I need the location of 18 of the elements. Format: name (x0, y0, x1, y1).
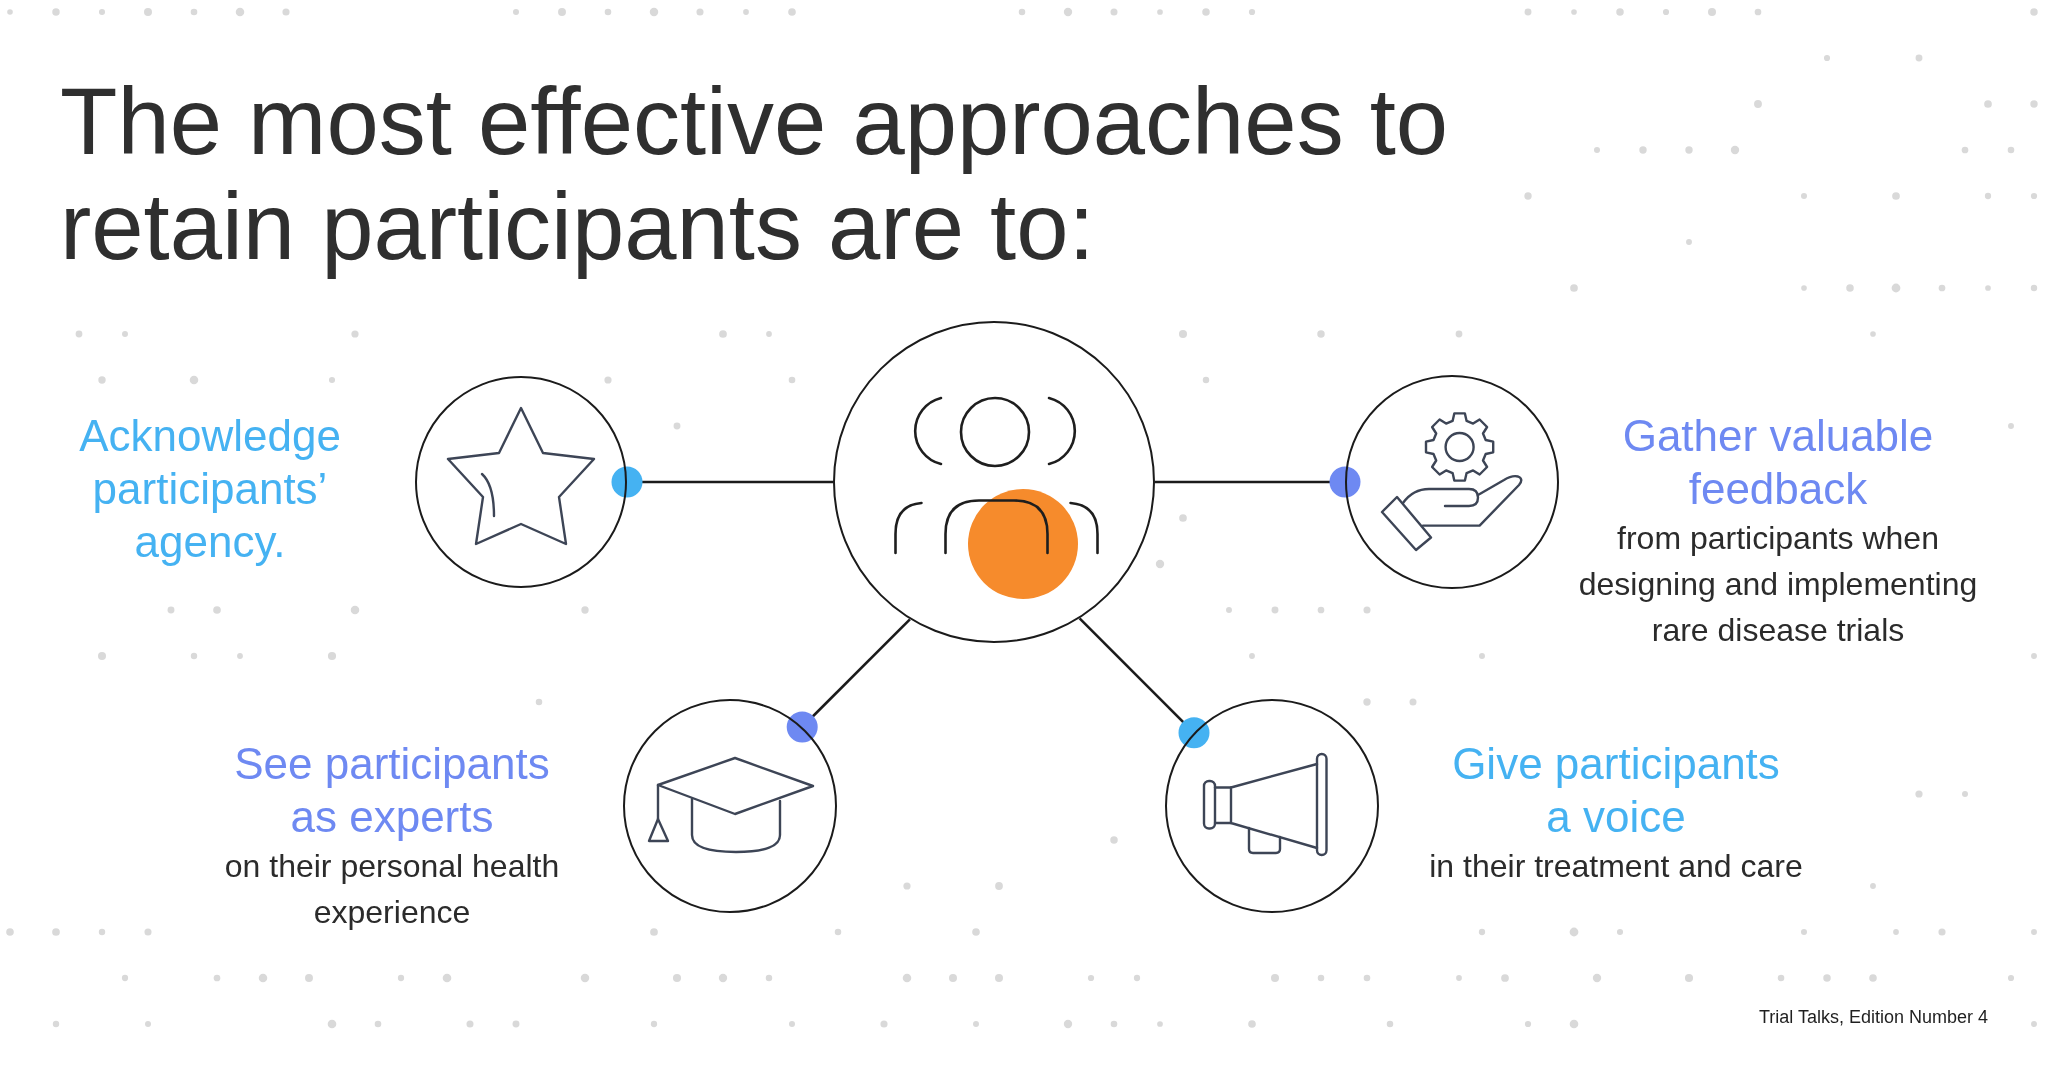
page-title: The most effective approaches to retain participants are to: (60, 69, 1450, 279)
connector-line (611, 466, 833, 498)
approach-description: from participants when designing and implementing rare disease trials (1577, 519, 1979, 650)
approach-heading: Give participants a voice (1451, 738, 1781, 843)
icon-circle (833, 321, 1155, 643)
icon-circle (1345, 375, 1559, 589)
approach-heading: Acknowledge participants’ agency. (78, 410, 342, 568)
connector-line (1078, 617, 1210, 749)
approach-description: in their treatment and care (1429, 847, 1803, 886)
connector-line (1155, 466, 1361, 498)
approach-heading: See participants as experts (233, 738, 551, 843)
icon-circle (415, 376, 627, 588)
footer-note: Trial Talks, Edition Number 4 (1758, 1006, 1988, 1028)
approach-heading: Gather valuable feedback (1621, 410, 1935, 515)
approach-description: on their personal health experience (223, 847, 561, 932)
icon-circle (623, 699, 837, 913)
icon-circle (1165, 699, 1379, 913)
connector-line (786, 618, 911, 743)
